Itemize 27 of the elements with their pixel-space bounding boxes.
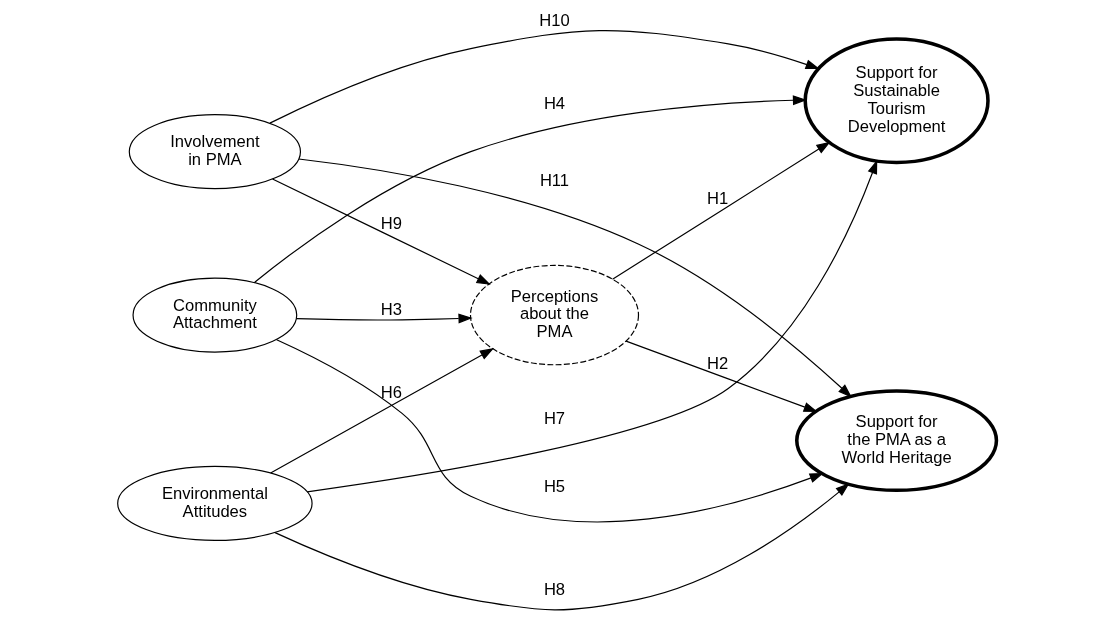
edge-label: H1 [706, 188, 728, 208]
arrow [295, 313, 473, 324]
node-ellipse: Environmental Attitudes [116, 465, 313, 541]
edge-label: H7 [543, 409, 565, 429]
edge-label: H2 [706, 353, 728, 373]
arrow [611, 141, 831, 280]
arrow [297, 158, 852, 398]
arrow [271, 178, 491, 285]
arrow [625, 340, 818, 412]
arrow [253, 95, 807, 284]
node-ellipse: Support for the PMA as a World Heritage [794, 389, 998, 493]
edge-label: H3 [380, 300, 402, 320]
edge-label: H10 [538, 11, 570, 31]
edge-label: H9 [380, 213, 402, 233]
arrow [306, 159, 877, 493]
edge-label: H8 [543, 579, 565, 599]
arrow [275, 339, 824, 523]
arrow [269, 348, 494, 474]
edge-label: H5 [543, 476, 565, 496]
node-ellipse: Community Attachment [131, 277, 297, 353]
edge-label: H11 [539, 171, 569, 191]
arrow [273, 483, 850, 611]
node-ellipse: Perceptions about the PMA [469, 264, 639, 366]
node-ellipse: Involvement in PMA [128, 114, 301, 190]
edge-label: H6 [380, 383, 402, 403]
arrow [268, 30, 820, 124]
edge-label: H4 [543, 94, 565, 114]
